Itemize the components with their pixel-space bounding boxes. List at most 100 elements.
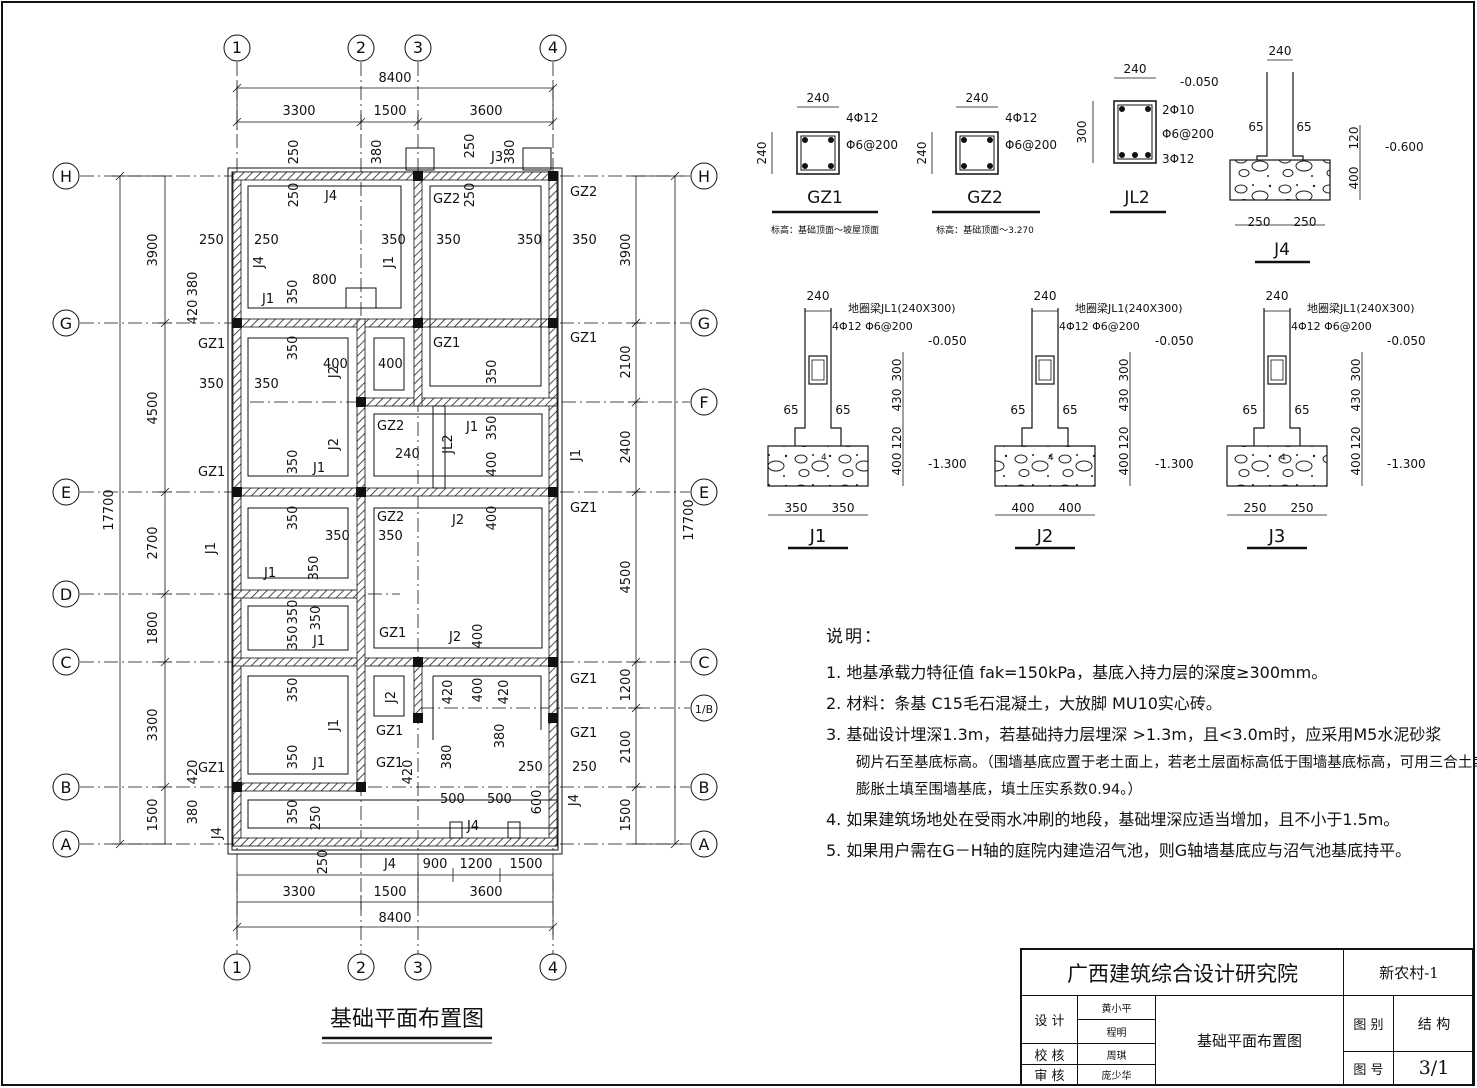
dim-250-i: 250 (309, 806, 324, 831)
j2-base-right: 400 (1059, 501, 1082, 515)
j4-width: 240 (1269, 44, 1292, 58)
dim-420-b: 420 (441, 680, 456, 705)
dim-250-c: 250 (287, 183, 302, 208)
label-j2-1: J2 (451, 513, 464, 528)
j3-base-left: 250 (1244, 501, 1267, 515)
label-gz1-10: GZ1 (198, 761, 225, 776)
number-label: 图 号 (1344, 1052, 1394, 1084)
dim-350-c: 350 (517, 233, 542, 248)
dim-420-e: 420 (186, 760, 201, 785)
label-gz1-6: GZ1 (379, 626, 406, 641)
j4-elev: -0.600 (1385, 140, 1424, 154)
j1-ring-beam (808, 355, 828, 385)
j1-footing-mark: 4 (821, 453, 827, 463)
dim-bottom-total: 8400 (378, 911, 411, 926)
j4-h2: 400 (1347, 167, 1361, 190)
notes-heading: 说明： (826, 627, 883, 647)
j3-offset-right: 65 (1294, 403, 1309, 417)
label-gz1-1: GZ1 (198, 337, 225, 352)
axis-label-left-B: B (61, 778, 72, 797)
dim-lines-top (232, 82, 558, 130)
dim-right-r2: 2100 (619, 345, 634, 378)
j1-footing-body (767, 445, 869, 487)
label-j3: J3 (490, 150, 503, 165)
dim-top-seg3: 3600 (469, 104, 502, 119)
dim-350-s: 350 (286, 678, 301, 703)
j2-footing-body (994, 445, 1096, 487)
dim-380-a: 380 (370, 140, 385, 165)
j3-base-right: 250 (1291, 501, 1314, 515)
j2-ring-beam-label: 地圈梁JL1(240X300) (1075, 301, 1182, 315)
axis-label-right-F: F (699, 393, 708, 412)
designer-2: 程明 (1078, 1020, 1156, 1044)
gz2-height: 240 (915, 142, 929, 165)
axis-label-left-A: A (61, 835, 72, 854)
dim-250-e: 250 (199, 233, 224, 248)
label-gz2-1: GZ2 (433, 192, 460, 207)
j3-reinforcement-label: 4Φ12 Φ6@200 (1291, 320, 1372, 333)
j3-offset-left: 65 (1242, 403, 1257, 417)
title-block: 广西建筑综合设计研究院 新农村-1 设 计 黄小平 程明 校 核 周琪 审 核 … (1020, 948, 1474, 1086)
axis-label-right-G: G (698, 314, 710, 333)
j4-h1: 120 (1347, 127, 1361, 150)
label-j1-v2: J1 (569, 449, 584, 462)
j3-elevation-bottom: -1.300 (1387, 457, 1426, 471)
column-detail-texts: 240 240 4Φ12 Φ6@200 GZ1 标高：基础顶面～坡屋顶面 240… (755, 44, 1424, 260)
dim-bottom-seg3: 3600 (469, 885, 502, 900)
dim-800: 800 (312, 273, 337, 288)
dim-right-total: 17700 (682, 499, 697, 540)
dim-420-d: 420 (401, 760, 416, 785)
label-j1-4: J1 (263, 566, 276, 581)
foundation-plan (52, 34, 718, 1044)
j3-footing-body (1226, 445, 1328, 487)
label-j4-v3: J4 (210, 827, 225, 840)
dim-right-r1: 3900 (619, 233, 634, 266)
label-gz1-11: GZ1 (376, 756, 403, 771)
dim-right-r4: 4500 (619, 560, 634, 593)
gz1-bars: 4Φ12 (846, 111, 878, 125)
axis-label-left-H: H (60, 167, 72, 186)
j2-elevation-top: -0.050 (1155, 334, 1194, 348)
axis-label-bottom-3: 3 (413, 958, 423, 977)
checker-name: 周琪 (1078, 1044, 1156, 1065)
j2-wall-outline (1021, 308, 1069, 446)
label-j2-v3: J2 (384, 691, 399, 704)
j2-beam-stirrup (1038, 359, 1052, 381)
design-notes: 说明： 1. 地基承载力特征值 fak=150kPa，基底入持力层的深度≥300… (826, 622, 1477, 866)
j2-height-120: 120 (1117, 427, 1131, 450)
label-j1-v1: J1 (382, 256, 397, 269)
sheet-name: 基础平面布置图 (1156, 996, 1344, 1084)
dim-350-t: 350 (286, 745, 301, 770)
axis-label-left-C: C (60, 653, 71, 672)
j2-offset-right: 65 (1062, 403, 1077, 417)
label-gz1-9: GZ1 (376, 724, 403, 739)
j1-beam-stirrup (811, 359, 825, 381)
drawing-title: 基础平面布置图 (330, 1007, 484, 1032)
dim-350-i: 350 (254, 377, 279, 392)
dim-left-h4: 1800 (146, 611, 161, 644)
gz1-note: 标高：基础顶面～坡屋顶面 (771, 224, 879, 236)
j2-offset-left: 65 (1010, 403, 1025, 417)
note-3-cont-1: 砌片石至基底标高。（围墙基底应置于老土面上，若老土层面标高低于围墙基底标高，可用… (856, 755, 1477, 771)
category-label: 图 别 (1344, 996, 1394, 1052)
axis-label-top-2: 2 (356, 38, 366, 57)
label-gz1-3: GZ1 (570, 331, 597, 346)
label-j4-v2: J4 (567, 794, 582, 807)
dim-lines-right (628, 171, 683, 849)
j1-base-left: 350 (785, 501, 808, 515)
dim-350-u: 350 (286, 800, 301, 825)
j2-base-left: 400 (1012, 501, 1035, 515)
j1-height-430: 430 (890, 389, 904, 412)
j2-footing-mark: 4 (1048, 453, 1054, 463)
j3-elevation-top: -0.050 (1387, 334, 1426, 348)
axis-label-right-A: A (699, 835, 710, 854)
label-j2-v1: J2 (327, 366, 342, 379)
j2-ring-beam (1035, 355, 1055, 385)
axis-label-right-C: C (698, 653, 709, 672)
dim-250-f: 250 (254, 233, 279, 248)
j1-height-300: 300 (890, 359, 904, 382)
dim-350-m: 350 (325, 529, 350, 544)
designer-1: 黄小平 (1078, 996, 1156, 1020)
dim-left-total: 17700 (102, 489, 117, 530)
